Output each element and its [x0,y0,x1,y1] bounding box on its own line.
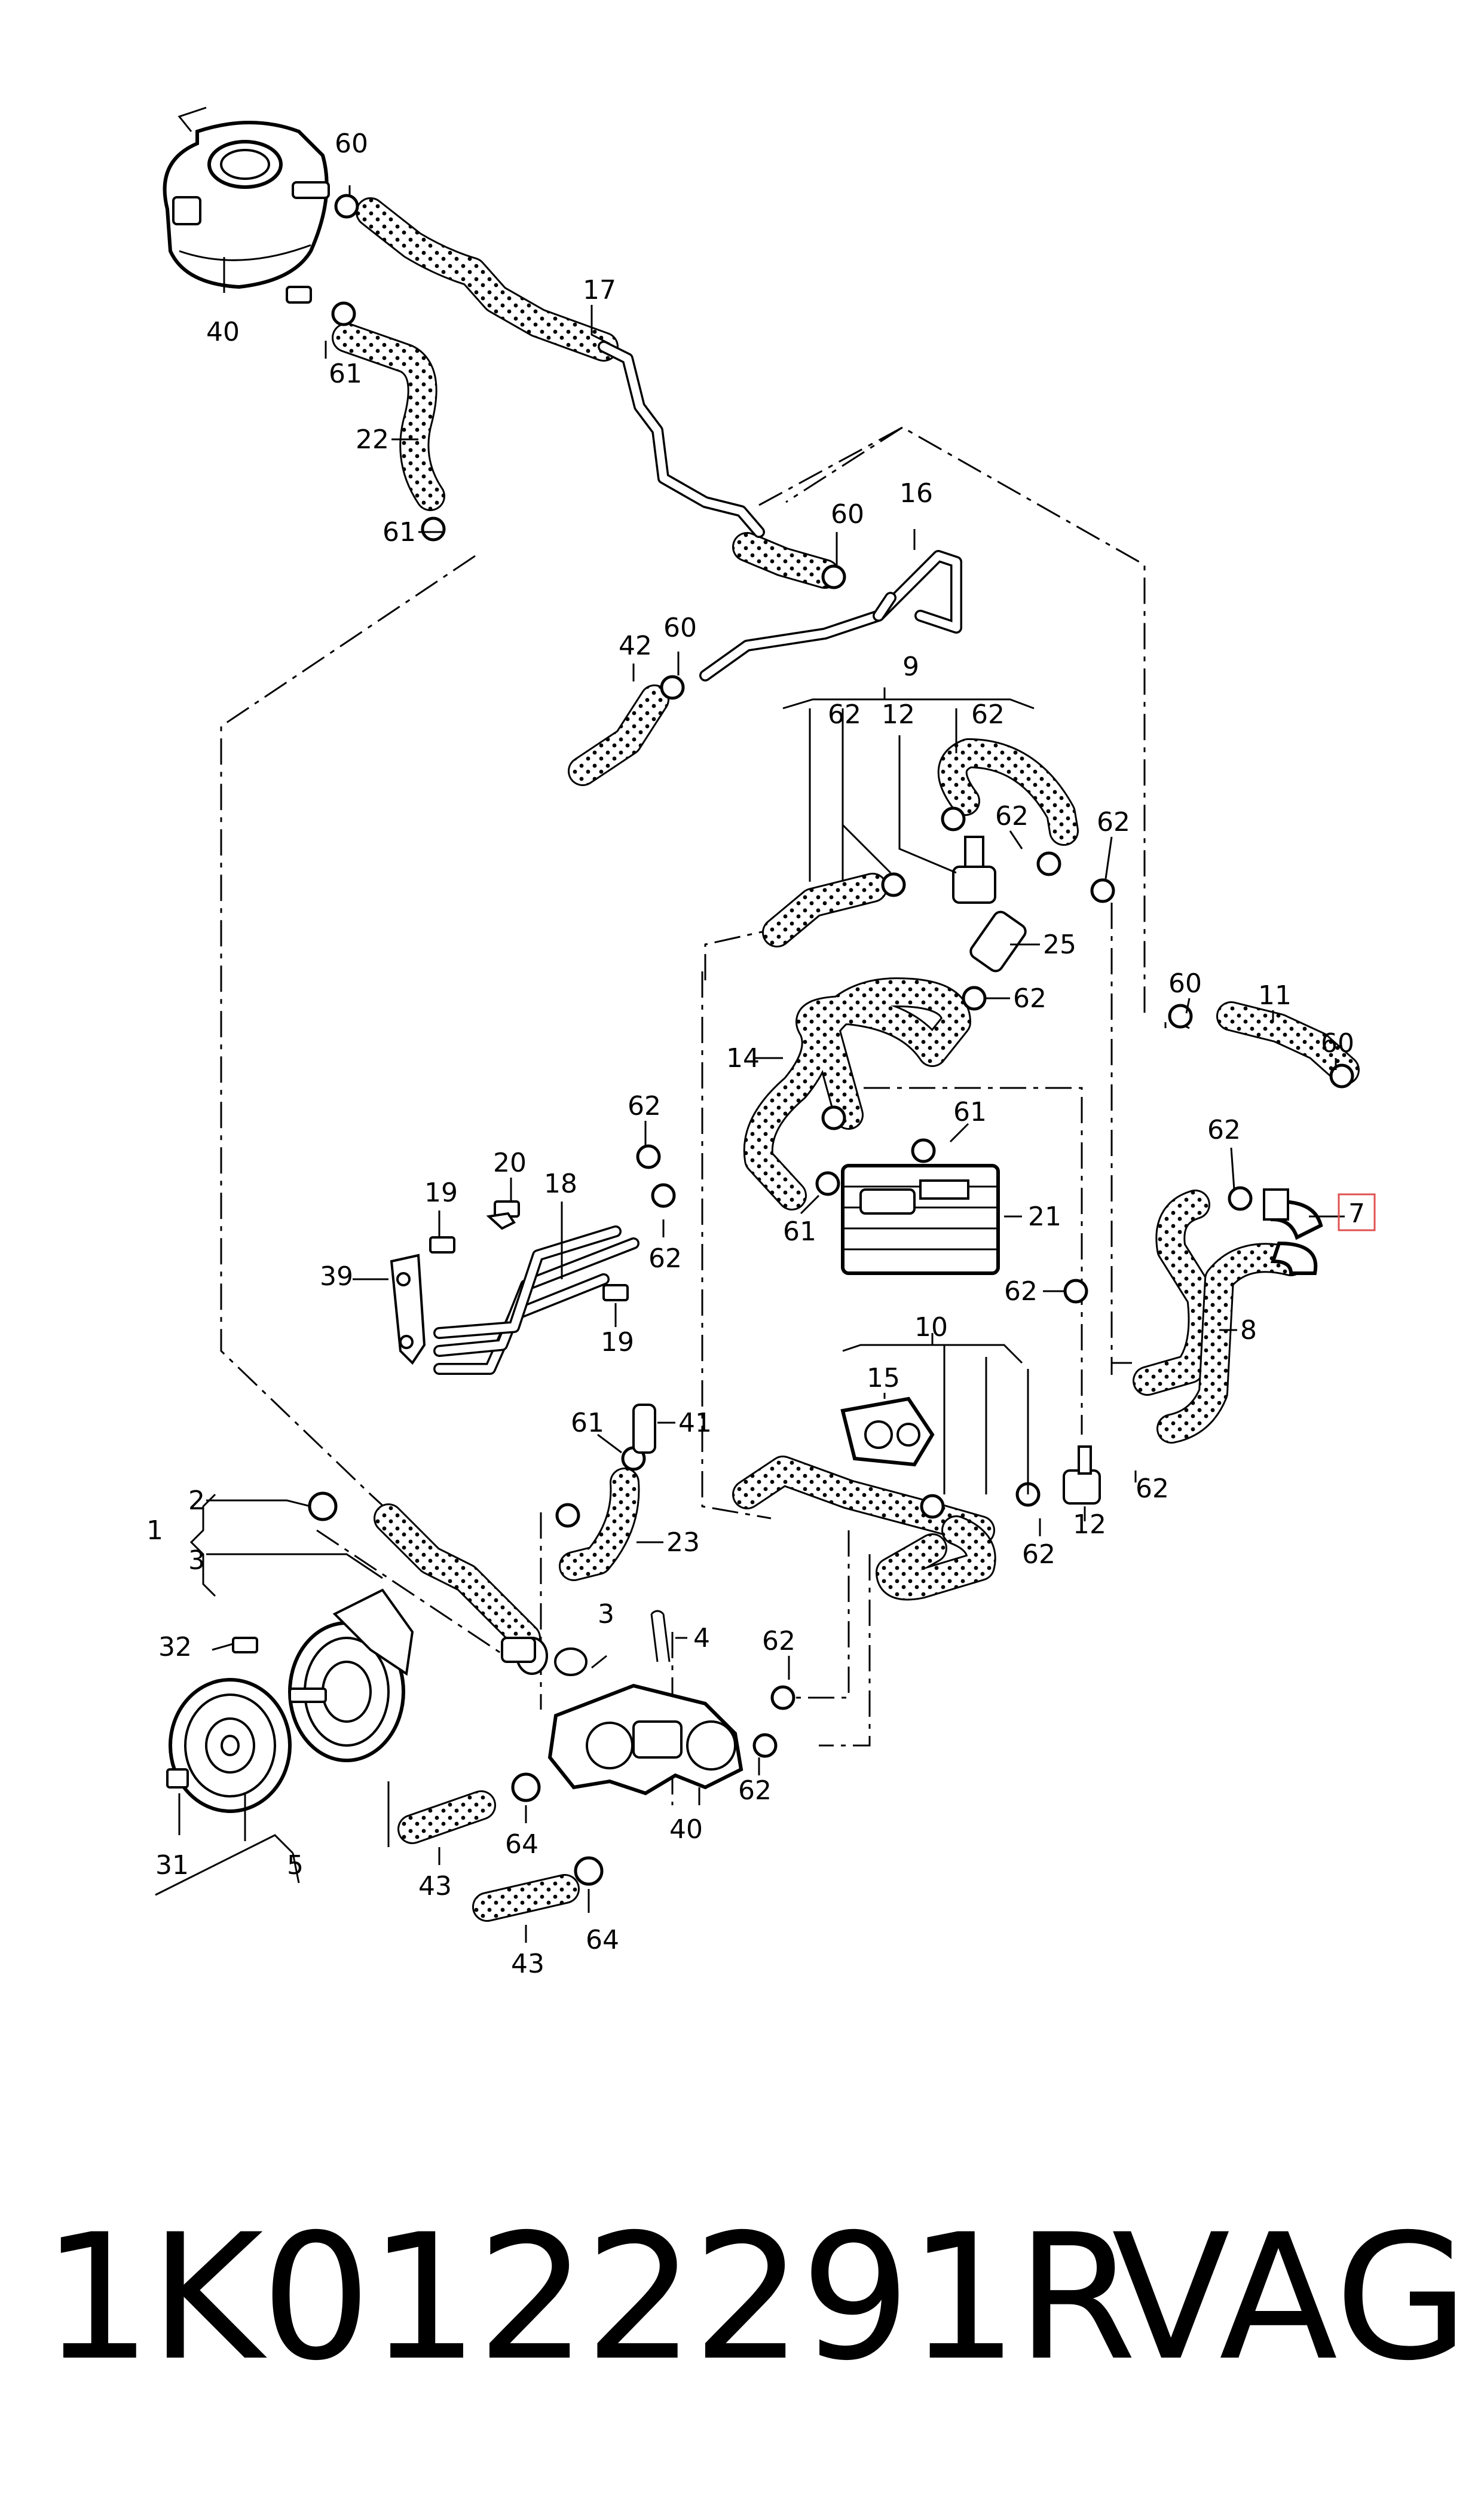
callout-25: 25 [1043,930,1076,960]
callout-23: 23 [666,1527,700,1558]
callout-8: 8 [1240,1315,1257,1346]
highlight-box [1338,1193,1376,1231]
callout-41: 41 [678,1408,712,1438]
callout-62: 62 [828,699,861,730]
callout-62: 62 [762,1626,795,1656]
callout-40: 40 [669,1814,703,1845]
callout-16: 16 [899,478,933,509]
callout-62: 62 [628,1091,661,1121]
callout-20: 20 [493,1148,527,1178]
callout-10: 10 [914,1312,948,1343]
callout-19: 19 [424,1178,458,1208]
callout-15: 15 [867,1363,900,1393]
callout-1: 1 [146,1515,163,1546]
callout-3: 3 [188,1545,205,1576]
callout-62: 62 [1004,1276,1038,1307]
callout-2: 2 [188,1485,205,1516]
callout-61: 61 [571,1408,604,1438]
callout-60: 60 [1321,1028,1354,1059]
brand-name: VAG [1112,2197,1469,2399]
callout-12: 12 [882,699,915,730]
callout-labels: 40 60 61 22 17 61 16 60 42 60 9 62 12 62… [146,129,1365,1979]
callout-62: 62 [1022,1539,1055,1570]
callout-62: 62 [1207,1115,1241,1145]
callout-62: 62 [971,699,1005,730]
callout-61: 61 [783,1216,816,1247]
callout-60: 60 [1168,968,1202,999]
callout-62: 62 [995,801,1029,831]
clamps [308,194,1354,1886]
callout-42: 42 [619,631,652,661]
callout-21: 21 [1028,1202,1061,1232]
callout-14: 14 [726,1043,760,1074]
part-number: 1K0122291R [42,2197,1137,2399]
leader-lines [155,185,1345,1943]
callout-22: 22 [356,424,389,455]
callout-31: 31 [155,1850,189,1881]
callout-62: 62 [648,1243,682,1274]
callout-61: 61 [383,517,416,548]
callout-7: 7 [1348,1199,1365,1229]
parts-diagram: 40 60 61 22 17 61 16 60 42 60 9 62 12 62… [146,106,1376,1979]
callout-64: 64 [586,1925,619,1955]
metal-pipes [433,341,962,1375]
components [166,836,1323,1813]
callout-43: 43 [511,1949,544,1979]
callout-62: 62 [1097,807,1130,837]
callout-3: 3 [598,1599,614,1630]
callout-18: 18 [544,1169,577,1199]
callout-64: 64 [505,1829,538,1860]
callout-61: 61 [953,1097,987,1127]
callout-12: 12 [1073,1509,1106,1540]
callout-62: 62 [738,1775,772,1806]
expansion-tank [163,106,330,304]
callout-61: 61 [329,359,362,389]
callout-32: 32 [158,1632,192,1662]
callout-43: 43 [418,1871,452,1902]
callout-11: 11 [1258,980,1292,1011]
hoses [332,197,1360,1922]
callout-5: 5 [287,1850,304,1881]
callout-62: 62 [1013,983,1047,1014]
callout-60: 60 [663,613,697,643]
callout-62: 62 [1136,1474,1169,1504]
callout-9: 9 [902,652,919,682]
callout-40: 40 [206,317,240,347]
callout-60: 60 [335,129,368,159]
callout-39: 39 [320,1261,353,1292]
callout-4: 4 [693,1623,710,1653]
callout-17: 17 [583,275,616,305]
callout-19: 19 [601,1327,634,1358]
callout-60: 60 [831,499,864,530]
